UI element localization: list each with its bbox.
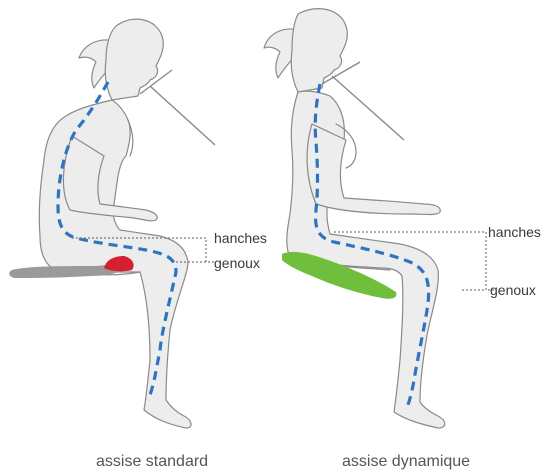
hips-label-dynamic: hanches (488, 224, 541, 240)
knees-label-dynamic: genoux (490, 282, 536, 298)
knees-label-standard: genoux (214, 255, 260, 271)
hips-label-standard: hanches (214, 230, 267, 246)
panel-standard-seat: hanches genoux assise standard (9, 19, 267, 470)
seated-figure-standard (39, 19, 191, 428)
seated-figure-dynamic (264, 9, 445, 428)
panel-dynamic-seat: hanches genoux assise dynamique (264, 9, 541, 470)
line-of-sight-standard-2 (150, 86, 215, 145)
caption-dynamic: assise dynamique (342, 453, 470, 470)
caption-standard: assise standard (96, 453, 208, 470)
